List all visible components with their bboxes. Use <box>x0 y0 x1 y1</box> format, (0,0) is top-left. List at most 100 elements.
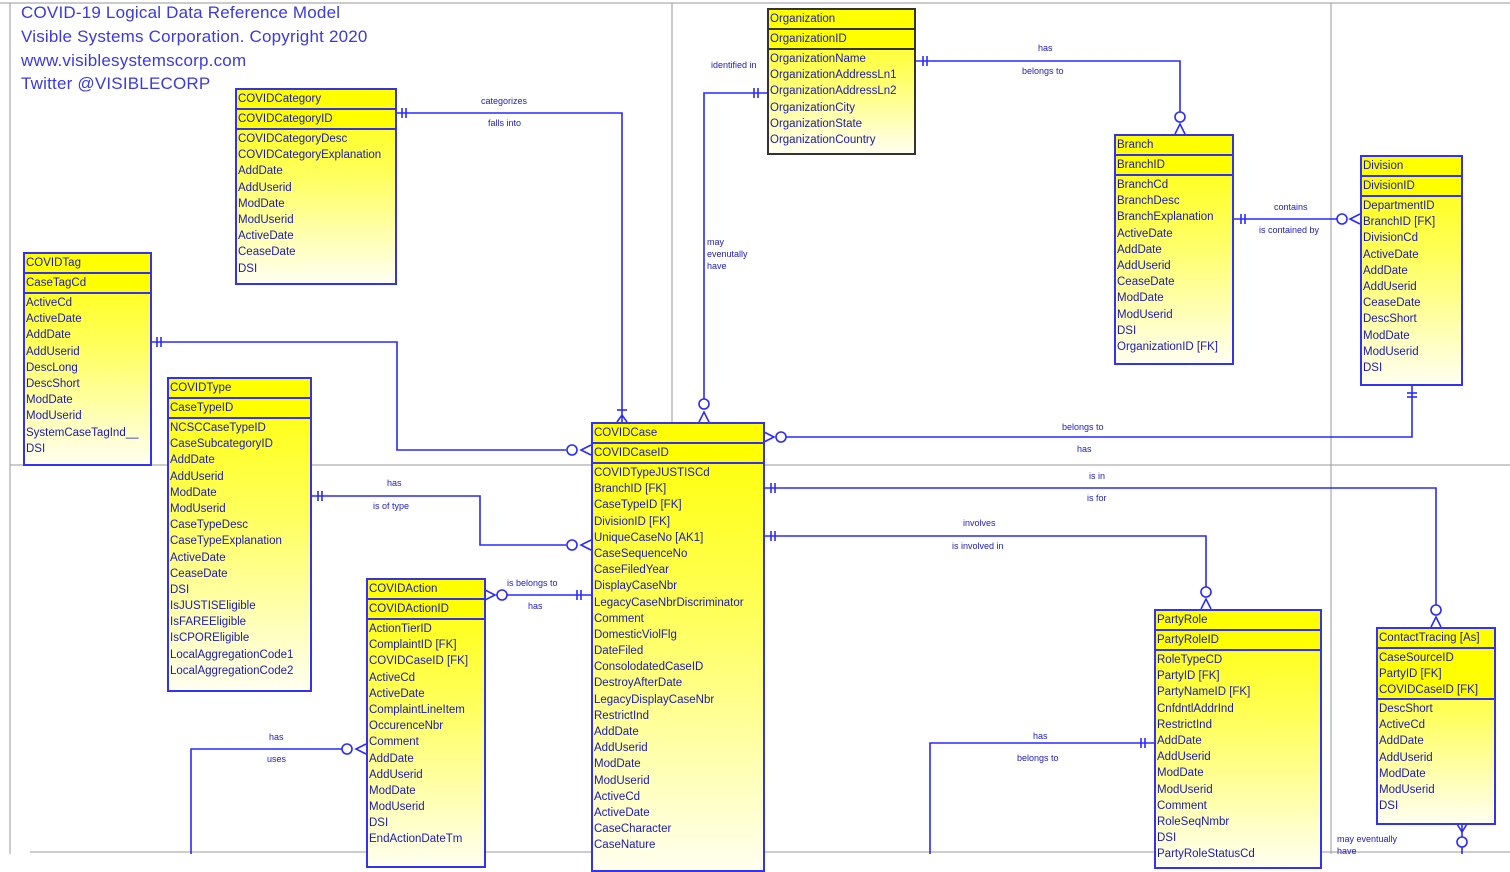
primary-key-section: COVIDActionID <box>368 600 484 620</box>
entity-attribute: AddUserid <box>369 768 423 781</box>
rel-type-case <box>311 495 566 546</box>
entity-attribute: ModUserid <box>1363 345 1419 358</box>
entity-attribute: ModDate <box>1117 292 1164 305</box>
entity-attribute: BranchDesc <box>1117 195 1180 208</box>
entity-attribute: Comment <box>369 736 419 749</box>
primary-key-attribute: CaseTagCd <box>26 277 87 289</box>
rel-label: is for <box>1087 493 1107 503</box>
entity-attribute: ActiveDate <box>1363 248 1419 261</box>
entity-attribute: DescShort <box>26 377 80 390</box>
rel-label: has <box>1038 43 1053 53</box>
rel-label: belongs to <box>1017 753 1059 763</box>
entity-attribute: ActionTierID <box>369 623 432 635</box>
entity-attribute: ModDate <box>1157 767 1204 780</box>
entity-attribute: PartyID [FK] <box>1157 670 1220 683</box>
entity-attribute: ActiveDate <box>1117 227 1173 240</box>
entity-attribute: CaseSequenceNo <box>594 547 688 560</box>
entity-name: Division <box>1362 157 1461 177</box>
rel-label: involves <box>963 518 996 528</box>
entity-attribute: CeaseDate <box>1117 276 1175 289</box>
entity-attribute: IsCPOREligible <box>170 632 250 645</box>
rel-label: belongs to <box>1062 422 1104 432</box>
primary-key-section: CaseTagCd <box>25 274 150 294</box>
entity-attribute: ModUserid <box>26 410 82 423</box>
rel-org-case <box>703 92 767 399</box>
entity-attribute: CnfdntlAddrInd <box>1157 702 1234 715</box>
entity-attribute: COVIDTypeJUSTISCd <box>594 467 710 479</box>
entity-attribute: ModUserid <box>238 213 294 226</box>
entity-attribute: Comment <box>594 612 644 625</box>
rel-label: has <box>1033 731 1048 741</box>
entity-attribute: COVIDCategoryDesc <box>238 133 348 145</box>
website-link[interactable]: www.visiblesystemscorp.com <box>21 51 247 70</box>
primary-key-attribute: PartyID [FK] <box>1379 668 1442 680</box>
entity-attribute: AddUserid <box>1117 259 1171 272</box>
rel-label: falls into <box>488 118 522 128</box>
rel-label: is in <box>1089 471 1106 481</box>
rel-party-has <box>929 742 1154 854</box>
rel-label: is contained by <box>1259 225 1320 235</box>
primary-key-attribute: CaseSourceID <box>1379 652 1454 664</box>
entity-attribute: LocalAggregationCode2 <box>170 664 294 677</box>
entity-attribute: CaseCharacter <box>594 823 672 836</box>
primary-key-attribute: CaseTypeID <box>170 402 234 414</box>
entity-attribute: UniqueCaseNo [AK1] <box>594 531 704 544</box>
entity-attribute: ModUserid <box>594 774 650 787</box>
entity-attribute: ModUserid <box>170 502 226 515</box>
primary-key-attribute: COVIDCaseID <box>594 447 669 459</box>
primary-key-section: BranchID <box>1116 156 1232 176</box>
entity-attribute: AddUserid <box>170 470 224 483</box>
entity-attribute: PartyNameID [FK] <box>1157 686 1251 699</box>
entity-attribute: ModDate <box>238 197 285 210</box>
entity-attribute: ModDate <box>1363 329 1410 342</box>
entity-attribute: CeaseDate <box>1363 297 1421 310</box>
entity-attribute: COVIDCaseID [FK] <box>369 655 469 668</box>
entity-attribute: BranchID [FK] <box>594 483 667 496</box>
rel-label: may eventually have <box>1337 834 1398 856</box>
entity-attribute: DSI <box>238 262 258 275</box>
entity-attribute: DSI <box>369 817 389 830</box>
entity-attribute: SystemCaseTagInd__ <box>26 426 139 439</box>
entity-attribute: ModUserid <box>1379 783 1435 796</box>
entity-attribute: BranchID [FK] <box>1363 216 1436 229</box>
entity-attribute: ModDate <box>26 394 73 407</box>
primary-key-section: DivisionID <box>1362 177 1461 197</box>
entity-attribute: COVIDCategoryExplanation <box>238 149 382 162</box>
entity-attribute: DivisionID [FK] <box>594 515 671 528</box>
entity-name: COVIDAction <box>368 580 484 600</box>
entity-attribute: ModUserid <box>1117 308 1173 321</box>
entity-attribute: DSI <box>1363 361 1383 374</box>
primary-key-attribute: COVIDActionID <box>369 603 449 615</box>
rel-action-uses <box>190 748 342 854</box>
rel-label: categorizes <box>481 96 528 106</box>
rel-tag-case <box>151 341 566 451</box>
entity-attribute: PartyRoleStatusCd <box>1157 848 1255 861</box>
entity-attribute: AddDate <box>1379 735 1424 748</box>
entity-attribute: DSI <box>1379 800 1399 813</box>
rel-label: has <box>387 478 402 488</box>
rel-label: uses <box>267 754 287 764</box>
entity-name: PartyRole <box>1156 611 1320 631</box>
entity-attribute: DSI <box>1117 324 1137 337</box>
rel-division-case <box>786 385 1413 438</box>
entity-attribute: IsJUSTISEligible <box>170 600 256 613</box>
entity-attribute: ModDate <box>1379 767 1426 780</box>
entity-attribute: CaseTypeID [FK] <box>594 499 682 512</box>
primary-key-attribute: BranchID <box>1117 159 1165 171</box>
entity-attribute: AddDate <box>594 726 639 738</box>
entity-attribute: ActiveDate <box>369 687 425 700</box>
